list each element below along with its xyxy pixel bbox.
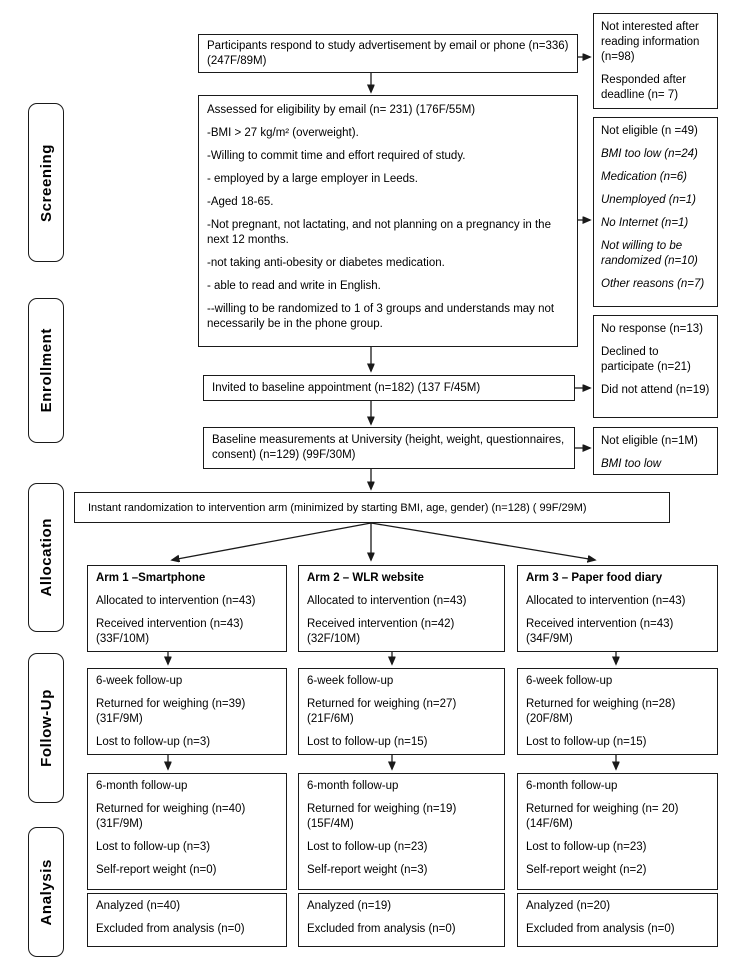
text-line: 6-month follow-up — [526, 780, 618, 792]
text-line: Allocated to intervention (n=43) — [307, 595, 467, 607]
text-line: Not eligible (n=1M) — [601, 435, 698, 447]
text-line: Medication (n=6) — [601, 171, 687, 183]
text-line: Returned for weighing (n= 20) (14F/6M) — [526, 803, 679, 830]
stage-label-analysis: Analysis — [28, 827, 64, 957]
text-line: 6-month follow-up — [307, 780, 399, 792]
text-line: -BMI > 27 kg/m² (overweight). — [207, 127, 359, 139]
text-line: Lost to follow-up (n=23) — [307, 841, 428, 853]
respond-box: Participants respond to study advertisem… — [198, 34, 578, 73]
text-line: Unemployed (n=1) — [601, 194, 696, 206]
text-line: Baseline measurements at University (hei… — [212, 434, 565, 461]
text-line: Received intervention (n=43) (34F/9M) — [526, 618, 674, 645]
text-line: Excluded from analysis (n=0) — [307, 923, 456, 935]
stage-label-allocation: Allocation — [28, 483, 64, 632]
text-line: Other reasons (n=7) — [601, 278, 705, 290]
text-line: Analyzed (n=20) — [526, 900, 611, 912]
text-line: No response (n=13) — [601, 323, 703, 335]
text-line: Excluded from analysis (n=0) — [526, 923, 675, 935]
text-line: BMI too low — [601, 458, 662, 470]
text-line: Allocated to intervention (n=43) — [96, 595, 256, 607]
text-line: Responded after deadline (n= 7) — [601, 74, 687, 101]
arm3-allocation-box: Arm 3 – Paper food diary Allocated to in… — [517, 565, 718, 652]
text-line: Not willing to be randomized (n=10) — [601, 240, 698, 267]
text-line: Received intervention (n=42) (32F/10M) — [307, 618, 455, 645]
text-line: 6-week follow-up — [526, 675, 613, 687]
arm3-allocation-lines: Allocated to intervention (n=43) Received… — [526, 594, 709, 647]
text-line: No Internet (n=1) — [601, 217, 689, 229]
text-line: -Aged 18-65. — [207, 196, 274, 208]
stage-label-allocation-text: Allocation — [37, 518, 55, 597]
text-line: 6-week follow-up — [307, 675, 394, 687]
text-line: Analyzed (n=40) — [96, 900, 181, 912]
text-line: -not taking anti-obesity or diabetes med… — [207, 257, 445, 269]
text-line: Returned for weighing (n=40) (31F/9M) — [96, 803, 246, 830]
text-line: Lost to follow-up (n=15) — [526, 736, 647, 748]
text-line: Self-report weight (n=3) — [307, 864, 428, 876]
baseline-box: Baseline measurements at University (hei… — [203, 427, 575, 469]
stage-label-enrollment: Enrollment — [28, 298, 64, 443]
text-line: Did not attend (n=19) — [601, 384, 710, 396]
excluded-invitation-box: No response (n=13) Declined to participat… — [593, 315, 718, 418]
text-line: Returned for weighing (n=39) (31F/9M) — [96, 698, 246, 725]
text-line: Lost to follow-up (n=23) — [526, 841, 647, 853]
excluded-baseline-box: Not eligible (n=1M) BMI too low — [593, 427, 718, 475]
stage-label-screening: Screening — [28, 103, 64, 262]
text-line: Assessed for eligibility by email (n= 23… — [207, 104, 476, 116]
arm2-allocation-box: Arm 2 – WLR website Allocated to interve… — [298, 565, 505, 652]
text-line: Lost to follow-up (n=3) — [96, 736, 211, 748]
eligibility-box: Assessed for eligibility by email (n= 23… — [198, 95, 578, 347]
text-line: -Willing to commit time and effort requi… — [207, 150, 466, 162]
text-line: - able to read and write in English. — [207, 280, 381, 292]
text-line: 6-week follow-up — [96, 675, 183, 687]
stage-label-followup-text: Follow-Up — [37, 689, 55, 767]
text-line: Returned for weighing (n=28) (20F/8M) — [526, 698, 676, 725]
text-line: Allocated to intervention (n=43) — [526, 595, 686, 607]
text-line: Excluded from analysis (n=0) — [96, 923, 245, 935]
text-line: Not eligible (n =49) — [601, 125, 698, 137]
arm1-allocation-lines: Allocated to intervention (n=43) Received… — [96, 594, 278, 647]
arm3-title: Arm 3 – Paper food diary — [526, 572, 663, 584]
text-line: Participants respond to study advertisem… — [207, 40, 569, 67]
stage-label-screening-text: Screening — [37, 143, 55, 222]
arm1-analysis-box: Analyzed (n=40) Excluded from analysis (n… — [87, 893, 287, 947]
text-line: Instant randomization to intervention ar… — [88, 502, 587, 514]
text-line: Self-report weight (n=2) — [526, 864, 647, 876]
text-line: --willing to be randomized to 1 of 3 gro… — [207, 303, 555, 330]
text-line: Lost to follow-up (n=3) — [96, 841, 211, 853]
text-line: BMI too low (n=24) — [601, 148, 698, 160]
text-line: Lost to follow-up (n=15) — [307, 736, 428, 748]
invited-box: Invited to baseline appointment (n=182) … — [203, 375, 575, 401]
stage-label-analysis-text: Analysis — [37, 858, 55, 926]
excluded-not-eligible-box: Not eligible (n =49) BMI too low (n=24) Me… — [593, 117, 718, 307]
text-line: Declined to participate (n=21) — [601, 346, 691, 373]
text-line: Invited to baseline appointment (n=182) … — [212, 382, 481, 394]
text-line: Self-report weight (n=0) — [96, 864, 217, 876]
text-line: - employed by a large employer in Leeds. — [207, 173, 418, 185]
randomization-box: Instant randomization to intervention ar… — [74, 492, 670, 523]
arm2-analysis-box: Analyzed (n=19) Excluded from analysis (n… — [298, 893, 505, 947]
text-line: Returned for weighing (n=19) (15F/4M) — [307, 803, 457, 830]
text-line: Returned for weighing (n=27) (21F/6M) — [307, 698, 457, 725]
text-line: Not interested after reading information… — [601, 21, 700, 63]
text-line: 6-month follow-up — [96, 780, 188, 792]
stage-label-enrollment-text: Enrollment — [37, 328, 55, 413]
arm2-allocation-lines: Allocated to intervention (n=43) Received… — [307, 594, 496, 647]
text-line: Analyzed (n=19) — [307, 900, 392, 912]
text-line: Received intervention (n=43) (33F/10M) — [96, 618, 244, 645]
text-line: -Not pregnant, not lactating, and not pl… — [207, 219, 551, 246]
stage-label-followup: Follow-Up — [28, 653, 64, 803]
excluded-advert-box: Not interested after reading information… — [593, 13, 718, 109]
arm2-title: Arm 2 – WLR website — [307, 572, 424, 584]
arm3-analysis-box: Analyzed (n=20) Excluded from analysis (n… — [517, 893, 718, 947]
arm1-title: Arm 1 –Smartphone — [96, 572, 206, 584]
arm1-allocation-box: Arm 1 –Smartphone Allocated to intervent… — [87, 565, 287, 652]
